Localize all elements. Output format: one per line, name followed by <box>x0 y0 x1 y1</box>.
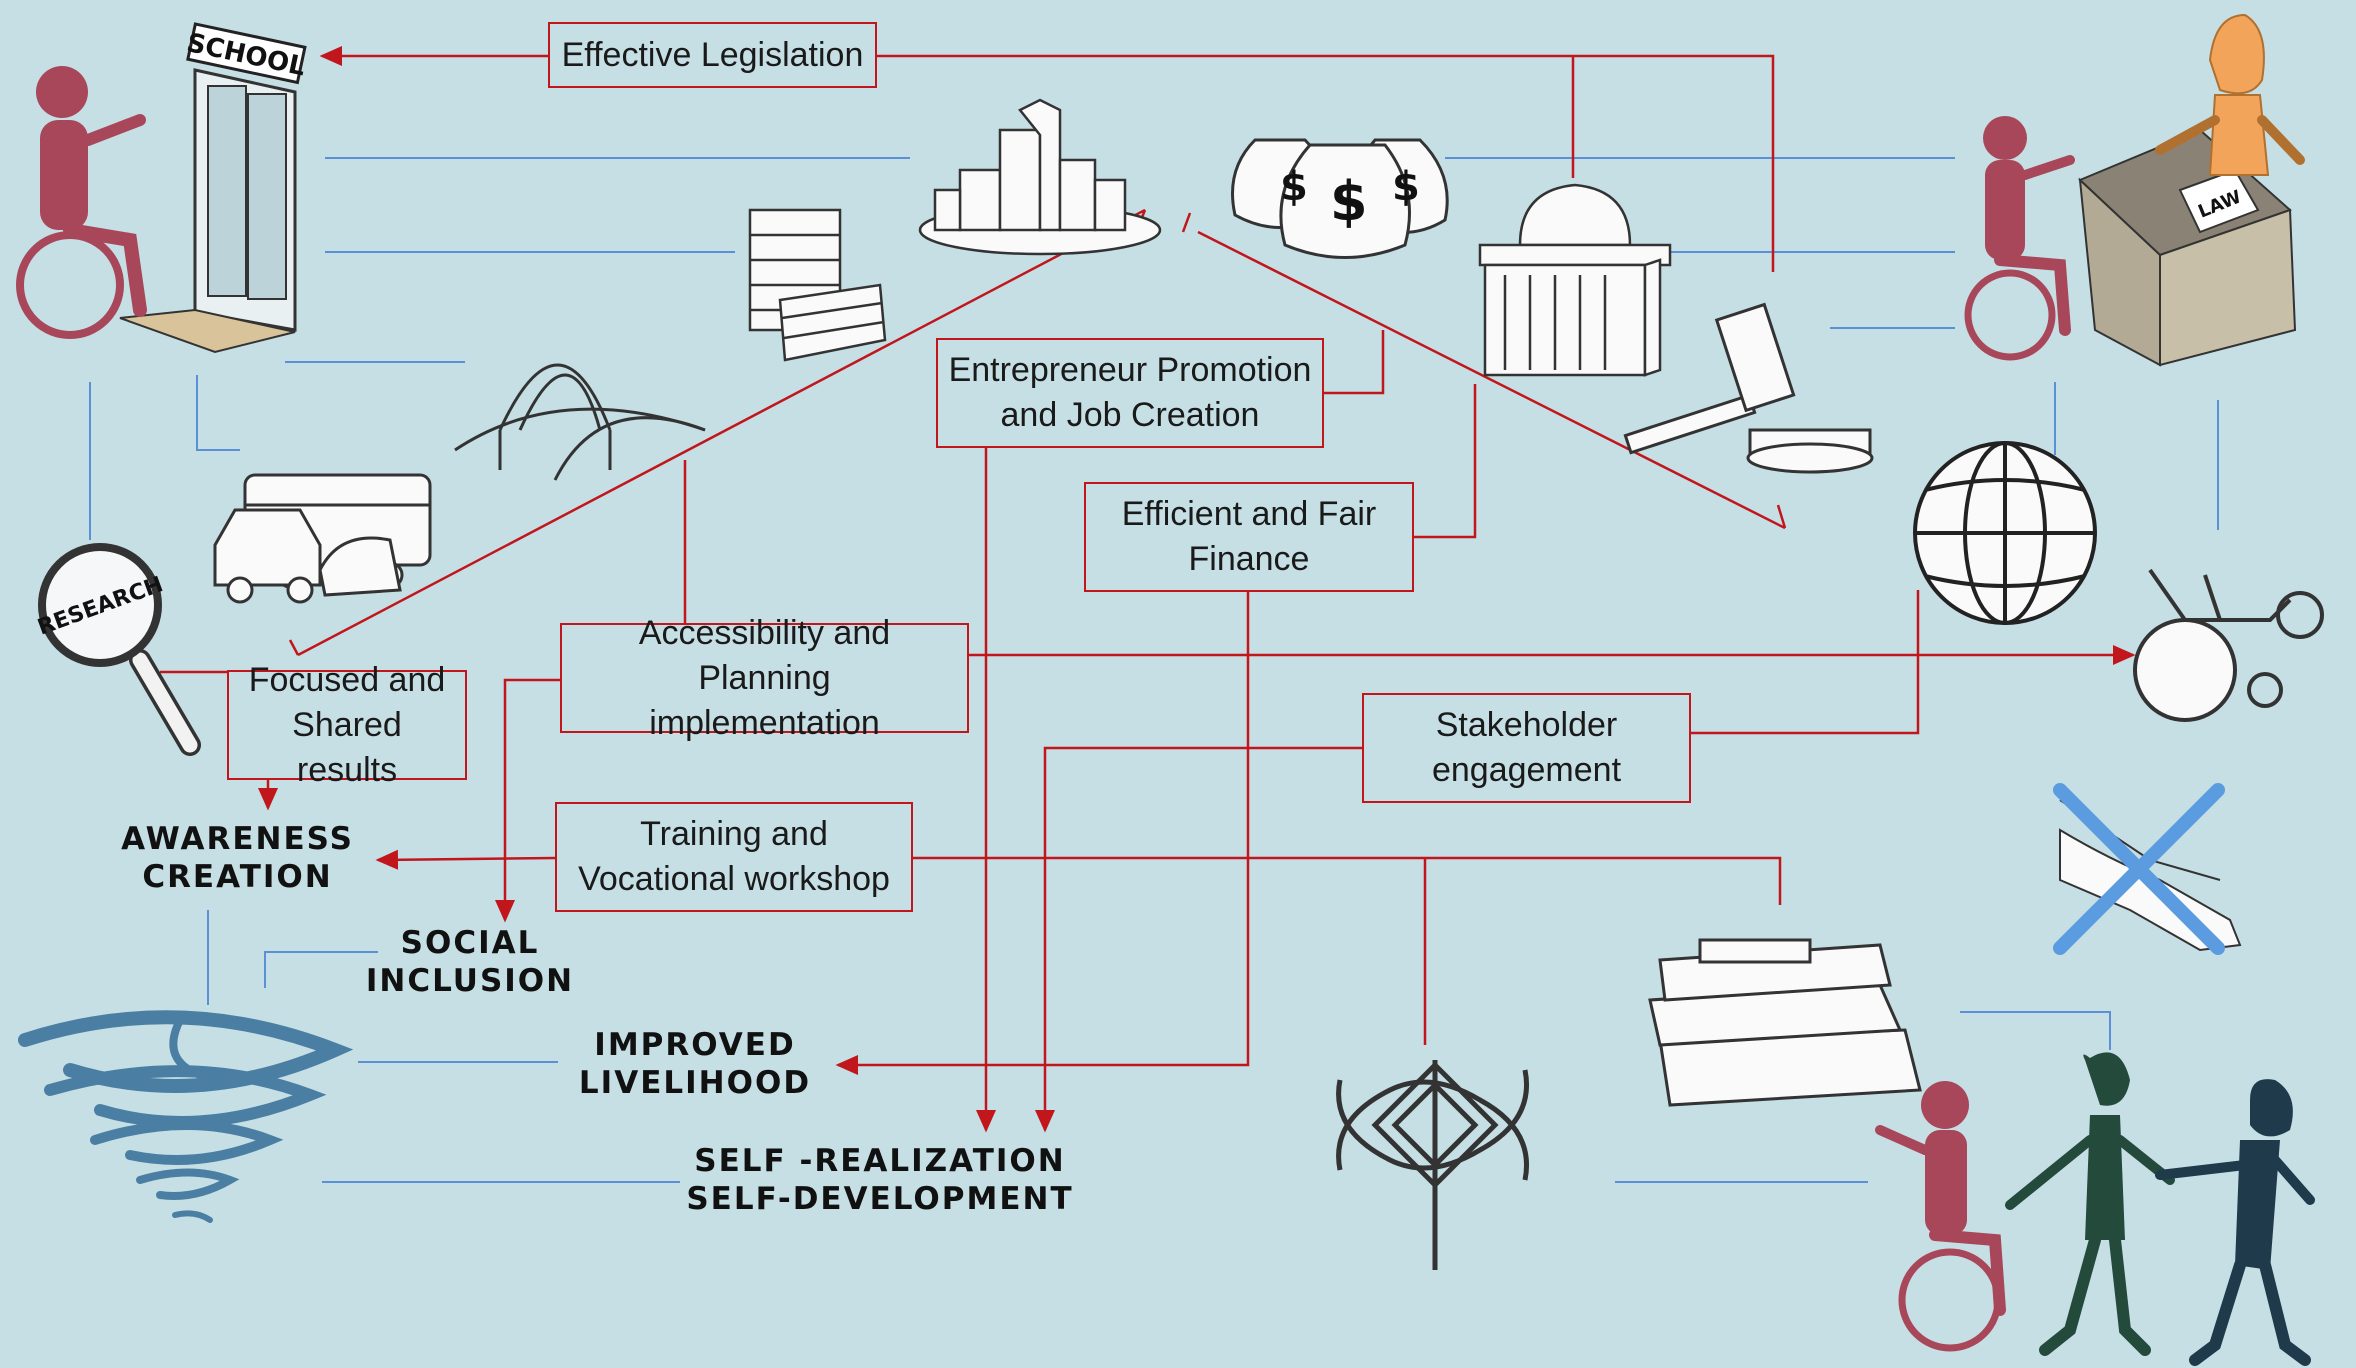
improved-livelihood-label: IMPROVED LIVELIHOOD <box>578 1027 812 1101</box>
gavel-icon <box>1623 302 1874 474</box>
person-navy-icon <box>2155 1079 2315 1366</box>
effective-legislation-box: Effective Legislation <box>548 22 877 88</box>
globe-icon <box>1913 441 2097 625</box>
money-symbol-right: $ <box>1392 164 1420 210</box>
efficient-finance-box: Efficient and Fair Finance <box>1084 482 1414 592</box>
research-magnifier-icon: RESEARCH <box>35 543 201 756</box>
wheelchair-person-bottom-icon <box>1875 1081 2006 1352</box>
entrepreneur-promotion-box: Entrepreneur Promotion and Job Creation <box>936 338 1324 448</box>
government-building-icon <box>1478 183 1672 377</box>
wheelchair-icon <box>2133 568 2324 722</box>
training-workshop-box: Training and Vocational workshop <box>555 802 913 912</box>
self-realization-label: SELF -REALIZATION SELF-DEVELOPMENT <box>686 1143 1074 1217</box>
city-skyline-icon <box>918 98 1162 256</box>
judge-figure-icon <box>2155 13 2305 176</box>
person-green-icon <box>2005 1052 2175 1356</box>
bridge-icon <box>454 363 706 481</box>
wheelchair-person-right-icon <box>1964 116 2075 361</box>
office-buildings-icon <box>748 208 887 362</box>
tornado-icon <box>18 1010 354 1223</box>
school-building-icon: SCHOOL <box>119 22 308 354</box>
wheelchair-person-left-icon <box>16 66 147 339</box>
money-bags-icon: $ $ $ <box>1231 138 1449 259</box>
awareness-creation-label: AWARENESS CREATION <box>121 821 354 895</box>
stakeholder-engagement-box: Stakeholder engagement <box>1362 693 1691 803</box>
social-inclusion-label: SOCIAL INCLUSION <box>365 925 575 999</box>
money-symbol-left: $ <box>1280 164 1308 210</box>
red-connectors <box>160 46 2136 1133</box>
accessibility-planning-box: Accessibility and Planning implementatio… <box>560 614 969 742</box>
books-icon <box>1648 938 1922 1107</box>
blue-connectors <box>89 157 2219 1183</box>
crossed-handshake-icon <box>2053 783 2242 955</box>
focused-results-box: Focused and Shared results <box>227 661 467 789</box>
money-symbol-center: $ <box>1330 170 1368 233</box>
judge-desk-icon: LAW <box>2078 128 2297 367</box>
vehicles-icon <box>213 473 432 604</box>
knot-symbol-icon <box>1336 1060 1529 1270</box>
